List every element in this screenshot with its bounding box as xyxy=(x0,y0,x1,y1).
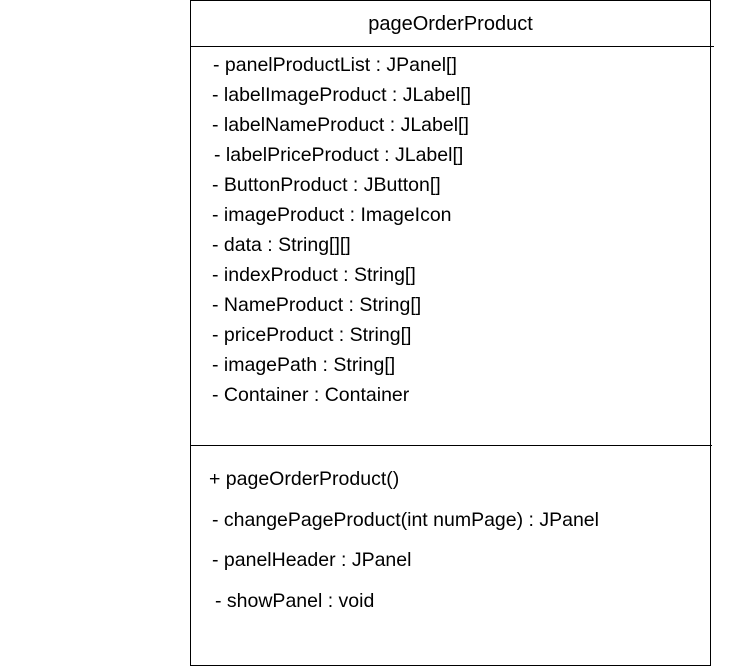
attribute-panel-product-list: - panelProductList : JPanel[] xyxy=(213,54,457,76)
attribute-image-product: - imageProduct : ImageIcon xyxy=(212,204,452,226)
attributes-methods-divider xyxy=(190,445,712,446)
attribute-name-product: - NameProduct : String[] xyxy=(212,294,422,316)
class-name: pageOrderProduct xyxy=(368,13,533,35)
attribute-container: - Container : Container xyxy=(212,384,410,406)
method-panel-header: - panelHeader : JPanel xyxy=(212,549,412,571)
method-change-page-product: - changePageProduct(int numPage) : JPane… xyxy=(212,509,599,531)
attribute-label-price-product: - labelPriceProduct : JLabel[] xyxy=(214,144,464,166)
attribute-label-image-product: - labelImageProduct : JLabel[] xyxy=(212,84,472,106)
method-show-panel: - showPanel : void xyxy=(215,590,375,612)
attribute-button-product: - ButtonProduct : JButton[] xyxy=(212,174,441,196)
attribute-label-name-product: - labelNameProduct : JLabel[] xyxy=(212,114,469,136)
method-page-order-product: + pageOrderProduct() xyxy=(209,468,400,490)
attribute-index-product: - indexProduct : String[] xyxy=(212,264,416,286)
attribute-image-path: - imagePath : String[] xyxy=(212,354,396,376)
attribute-data: - data : String[][] xyxy=(212,234,351,256)
name-attributes-divider xyxy=(190,46,714,47)
attribute-price-product: - priceProduct : String[] xyxy=(212,324,412,346)
